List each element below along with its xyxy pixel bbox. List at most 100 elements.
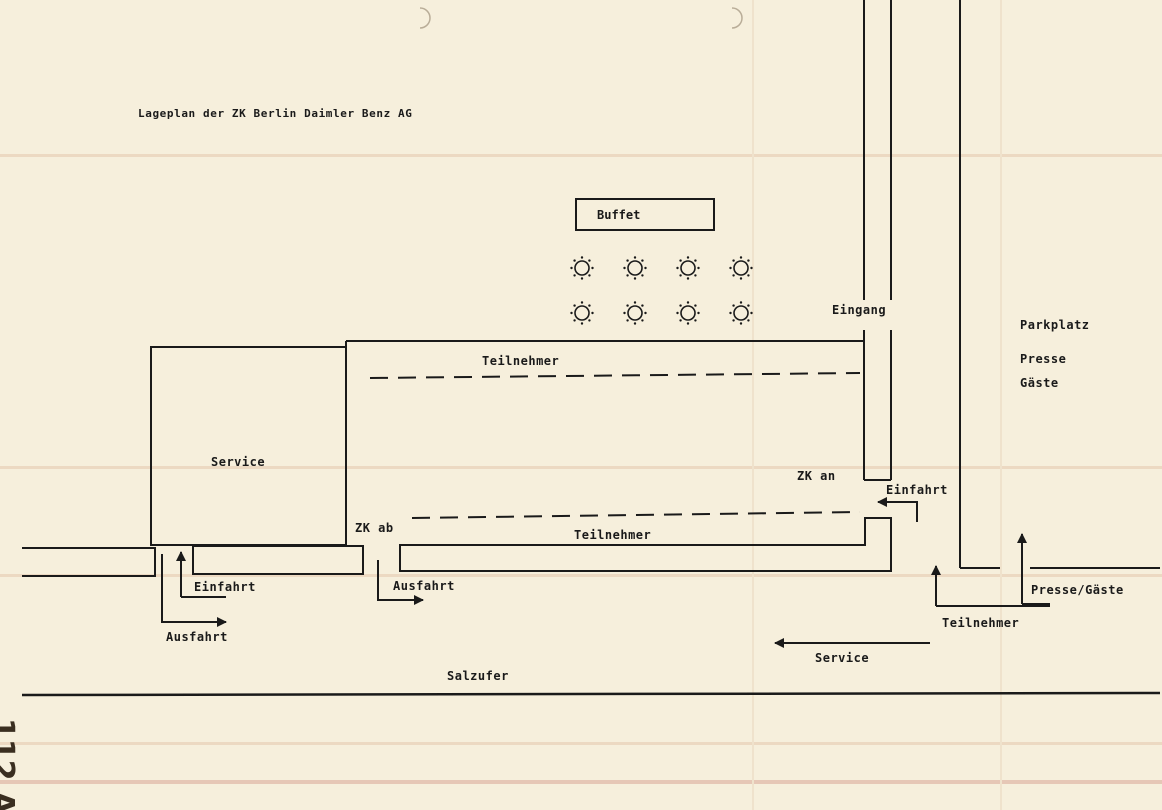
- chair: [697, 311, 700, 315]
- chair: [739, 256, 743, 259]
- teilnehmer-top-label: Teilnehmer: [482, 354, 560, 368]
- chair: [588, 274, 591, 277]
- round-table: [574, 260, 590, 276]
- chair: [573, 304, 576, 307]
- chair: [739, 301, 743, 304]
- hole-punch: [419, 7, 431, 29]
- paper-stripe: [0, 574, 1162, 577]
- paper-stripe: [0, 154, 1162, 157]
- chair: [694, 259, 697, 262]
- round-table: [680, 260, 696, 276]
- chair: [641, 319, 644, 322]
- chair: [588, 304, 591, 307]
- chair: [747, 304, 750, 307]
- service-street-label: Service: [815, 651, 870, 665]
- round-table: [733, 305, 749, 321]
- participants-lane-bottom: [411, 511, 861, 519]
- chair: [747, 319, 750, 322]
- ausfahrt-left-arrow: [161, 554, 227, 627]
- chair: [739, 277, 743, 280]
- chair: [676, 311, 679, 315]
- chair: [573, 319, 576, 322]
- chair: [580, 301, 584, 304]
- chair: [633, 322, 637, 325]
- chair: [750, 311, 753, 315]
- chair: [686, 301, 690, 304]
- ausfahrt-mid-arrow: [377, 560, 424, 605]
- round-table-with-chairs-icon: [729, 256, 753, 280]
- chair: [679, 319, 682, 322]
- gaeste-label: Gäste: [1020, 376, 1059, 390]
- curb-segment: [22, 547, 156, 577]
- chair: [747, 274, 750, 277]
- teilnehmer-street-label: Teilnehmer: [942, 616, 1020, 630]
- ausfahrt-mid-label: Ausfahrt: [393, 579, 455, 593]
- photocopy-line: [752, 0, 754, 810]
- round-table: [574, 305, 590, 321]
- round-table-with-chairs-icon: [623, 301, 647, 325]
- salzufer-label: Salzufer: [447, 669, 509, 683]
- parkplatz-label: Parkplatz: [1020, 318, 1090, 332]
- chair: [697, 266, 700, 270]
- round-table: [733, 260, 749, 276]
- chair: [679, 304, 682, 307]
- einfahrt-right-label: Einfahrt: [886, 483, 948, 497]
- chair: [573, 259, 576, 262]
- salzufer-street-line: [21, 691, 1161, 697]
- page-number: 112 A: [0, 718, 20, 810]
- curb-segment: [399, 517, 892, 572]
- eingang-label: Eingang: [832, 303, 887, 317]
- round-table: [680, 305, 696, 321]
- chair: [732, 319, 735, 322]
- chair: [588, 259, 591, 262]
- chair: [747, 259, 750, 262]
- presse-gaeste-label: Presse/Gäste: [1031, 583, 1124, 597]
- chair: [580, 277, 584, 280]
- chair: [626, 304, 629, 307]
- chair: [694, 274, 697, 277]
- chair: [641, 274, 644, 277]
- chair: [570, 311, 573, 315]
- chair: [732, 304, 735, 307]
- chair: [644, 311, 647, 315]
- chair: [633, 256, 637, 259]
- buffet-table: Buffet: [575, 198, 715, 231]
- round-table-with-chairs-icon: [570, 301, 594, 325]
- round-table-with-chairs-icon: [729, 301, 753, 325]
- plan-title: Lageplan der ZK Berlin Daimler Benz AG: [138, 107, 413, 120]
- chair: [591, 311, 594, 315]
- presse-label: Presse: [1020, 352, 1067, 366]
- buffet-label: Buffet: [597, 207, 641, 222]
- einfahrt-left-label: Einfahrt: [194, 580, 256, 594]
- chair: [676, 266, 679, 270]
- zk-an-label: ZK an: [797, 469, 836, 483]
- chair: [729, 266, 732, 270]
- paper-stripe: [0, 780, 1162, 784]
- chair: [641, 259, 644, 262]
- chair: [732, 274, 735, 277]
- chair: [679, 259, 682, 262]
- chair: [580, 322, 584, 325]
- chair: [729, 311, 732, 315]
- chair: [641, 304, 644, 307]
- chair: [750, 266, 753, 270]
- chair: [626, 274, 629, 277]
- service-building-label: Service: [211, 455, 266, 469]
- chair: [570, 266, 573, 270]
- chair: [686, 256, 690, 259]
- paper-stripe: [0, 466, 1162, 469]
- chair: [739, 322, 743, 325]
- teilnehmer-bottom-label: Teilnehmer: [574, 528, 652, 542]
- chair: [633, 301, 637, 304]
- chair: [686, 277, 690, 280]
- hole-punch: [731, 7, 743, 29]
- round-table-with-chairs-icon: [676, 256, 700, 280]
- chair: [573, 274, 576, 277]
- chair: [623, 266, 626, 270]
- chair: [644, 266, 647, 270]
- chair: [679, 274, 682, 277]
- chair: [623, 311, 626, 315]
- chair: [591, 266, 594, 270]
